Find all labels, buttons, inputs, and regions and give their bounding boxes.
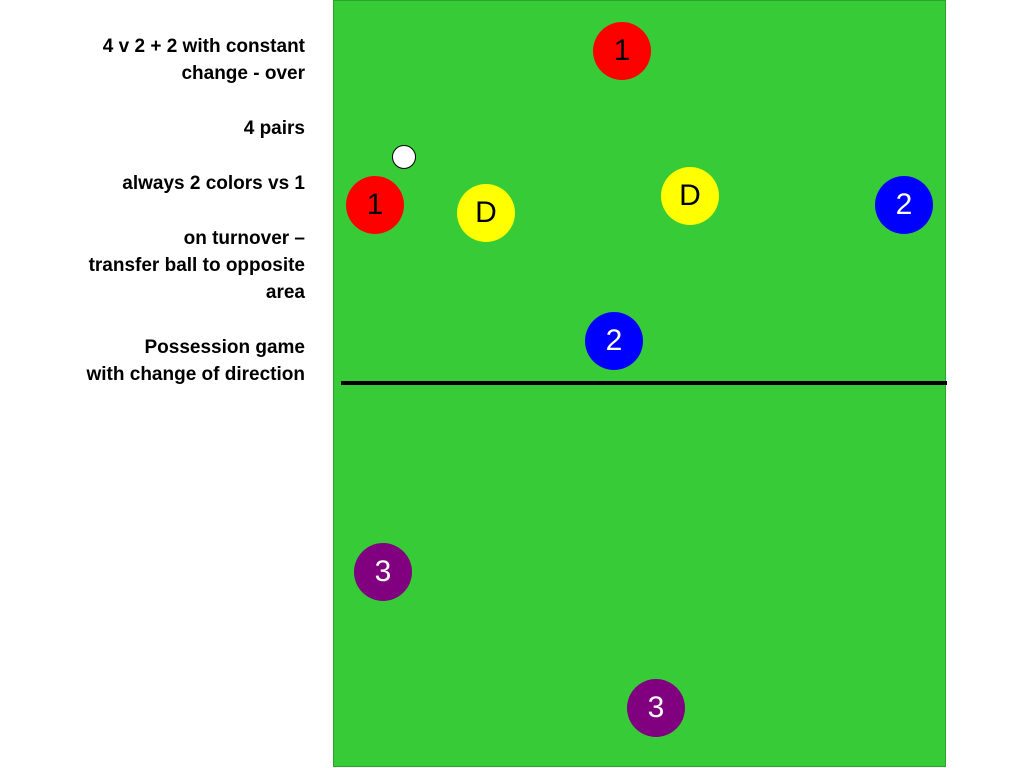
- player-marker-purple-3-bottom: 3: [627, 679, 685, 737]
- player-label: 3: [647, 691, 665, 724]
- notes-spacer: [20, 142, 305, 170]
- player-label: D: [475, 196, 497, 229]
- notes-line: area: [265, 282, 305, 303]
- player-label: 3: [374, 555, 392, 588]
- ball-icon: [392, 145, 416, 169]
- player-marker-purple-3-left: 3: [354, 543, 412, 601]
- notes-line: transfer ball to opposite: [88, 255, 305, 276]
- notes-line: on turnover –: [183, 228, 305, 249]
- notes-spacer: [20, 87, 305, 115]
- notes-line: 4 v 2 + 2 with constant: [102, 36, 305, 57]
- notes-line: Possession game: [144, 337, 305, 358]
- player-label: 1: [613, 34, 631, 67]
- halfway-line: [341, 381, 947, 385]
- notes-line: with change of direction: [86, 364, 305, 385]
- player-marker-blue-2-right: 2: [875, 176, 933, 234]
- notes-line: always 2 colors vs 1: [122, 173, 305, 194]
- notes-line: change - over: [181, 63, 305, 84]
- player-label: D: [679, 179, 701, 212]
- player-label: 2: [605, 324, 623, 357]
- notes-spacer: [20, 197, 305, 225]
- player-marker-defender-right: D: [661, 167, 719, 225]
- notes-line: 4 pairs: [243, 118, 305, 139]
- player-label: 2: [895, 188, 913, 221]
- player-label: 1: [366, 188, 384, 221]
- player-marker-defender-left: D: [457, 184, 515, 242]
- player-marker-red-1-top: 1: [593, 22, 651, 80]
- player-marker-blue-2-center: 2: [585, 312, 643, 370]
- player-marker-red-1-left: 1: [346, 176, 404, 234]
- drill-notes: 4 v 2 + 2 with constant change - over 4 pa…: [20, 33, 305, 388]
- notes-spacer: [20, 306, 305, 334]
